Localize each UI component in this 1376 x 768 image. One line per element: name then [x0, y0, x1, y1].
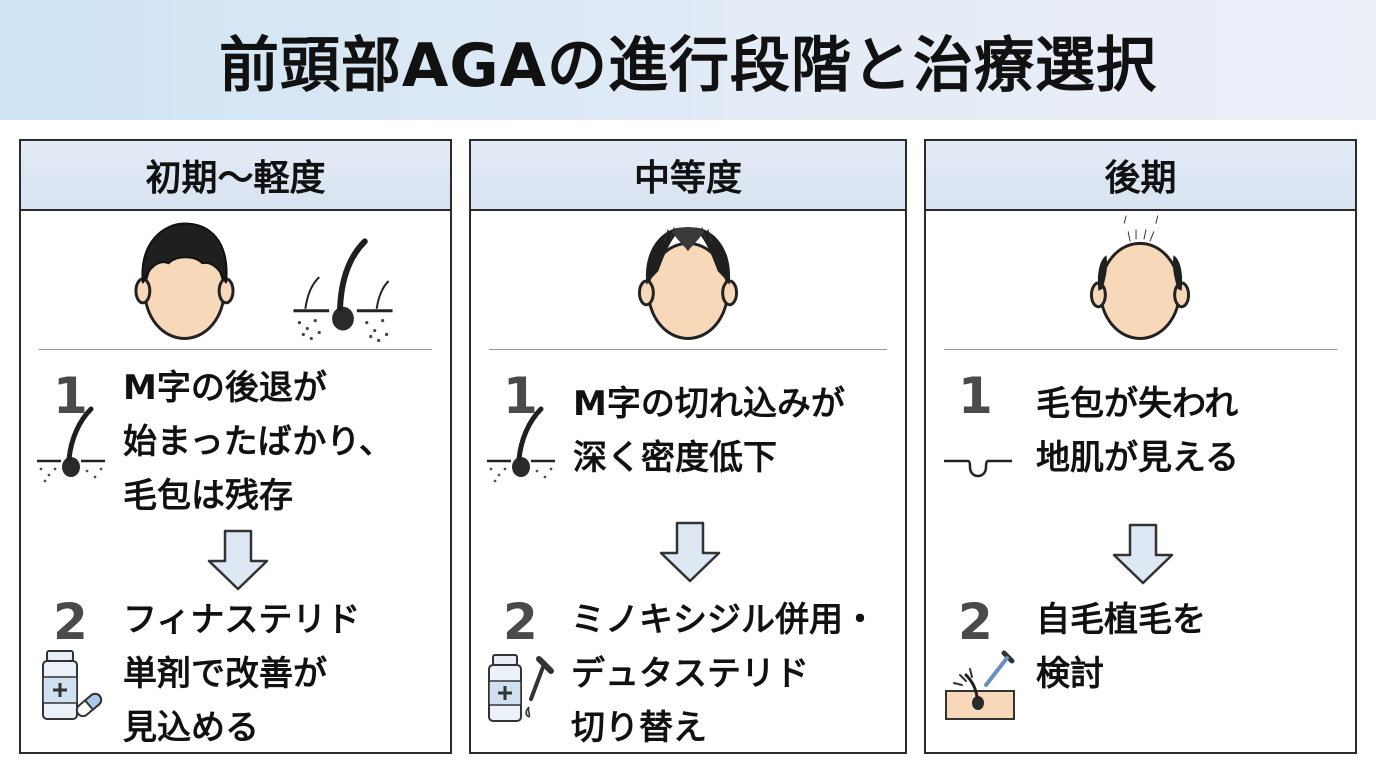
down-arrow-icon [1112, 523, 1174, 585]
step-2-text: 自毛植毛を 検討 [1036, 600, 1206, 694]
stage-heading: 後期 [926, 141, 1355, 211]
capsule-icon [75, 692, 103, 718]
page-title: 前頭部AGAの進行段階と治療選択 [218, 30, 1158, 101]
illustration-early [134, 222, 393, 343]
step-1-text: M字の後退が 始まったばかり、 毛包は残存 [123, 368, 393, 516]
step-1-text: 毛包が失われ 地肌が見える [1036, 384, 1239, 478]
stage-panel-moderate: 中等度 1 M字の切れ込みが 深く密度低下 2 [469, 139, 907, 754]
face-thinning-icon [637, 226, 739, 340]
face-full-hair-icon [134, 222, 235, 340]
illustration-late [1089, 215, 1191, 340]
step-number-1: 1 [53, 367, 88, 425]
divider [489, 349, 887, 350]
divider [39, 349, 432, 350]
down-arrow-icon [207, 529, 269, 591]
hair-follicle-icon [293, 238, 393, 343]
stage-heading: 中等度 [471, 141, 905, 211]
step-number-2: 2 [503, 593, 538, 651]
empty-follicle-icon [944, 459, 1012, 478]
step-2-text: ミノキシジル併用・ デュタステリド 切り替え [571, 600, 877, 748]
medicine-bottle-icon [488, 654, 554, 722]
stage-panel-early: 初期〜軽度 1 [19, 139, 452, 754]
title-banner: 前頭部AGAの進行段階と治療選択 [0, 0, 1376, 120]
hair-follicle-icon [37, 406, 105, 483]
stage-heading: 初期〜軽度 [21, 141, 450, 211]
hair-follicle-icon [487, 406, 555, 483]
step-2-text: フィナステリド 単剤で改善が 見込める [123, 600, 361, 748]
step-number-1: 1 [958, 367, 993, 425]
medicine-bottle-icon [42, 650, 103, 720]
dropper-icon [525, 656, 554, 718]
down-arrow-icon [659, 521, 721, 583]
divider [944, 349, 1337, 350]
step-number-1: 1 [503, 367, 538, 425]
step-number-2: 2 [53, 593, 88, 651]
hair-transplant-icon [945, 650, 1015, 720]
stage-panel-late: 後期 1 毛包が失われ 地肌が見える 2 [924, 139, 1357, 754]
illustration-moderate [637, 226, 739, 340]
face-bald-icon [1089, 215, 1191, 340]
step-1-text: M字の切れ込みが 深く密度低下 [573, 384, 845, 478]
step-number-2: 2 [958, 593, 993, 651]
